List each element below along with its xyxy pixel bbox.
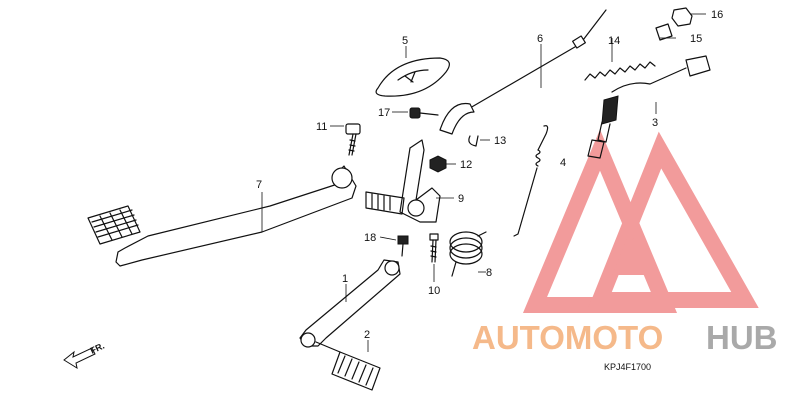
part-18-bolt — [397, 235, 409, 257]
front-direction-arrow-icon: FR. — [63, 341, 106, 370]
label-part-16: 16 — [711, 9, 723, 21]
label-part-6: 6 — [537, 33, 543, 45]
label-part-5: 5 — [402, 35, 408, 47]
part-15-bushing — [655, 23, 673, 41]
leader-lines — [261, 13, 706, 352]
part-3-rod — [587, 55, 711, 159]
part-2-peg-rubber — [315, 341, 381, 391]
watermark-logo — [522, 129, 759, 313]
label-part-15: 15 — [690, 33, 702, 45]
label-part-14: 14 — [608, 35, 620, 47]
part-14-spring — [584, 61, 656, 81]
label-part-13: 13 — [494, 135, 506, 147]
part-12-nut — [429, 155, 447, 173]
part-1-shift-lever — [299, 259, 401, 348]
fr-label: FR. — [89, 341, 106, 356]
part-16-nut — [671, 7, 693, 27]
label-part-10: 10 — [428, 285, 440, 297]
label-part-12: 12 — [460, 159, 472, 171]
label-part-11: 11 — [316, 121, 327, 133]
part-7-brake-pedal — [87, 165, 357, 267]
label-part-7: 7 — [256, 179, 262, 191]
part-11-bolt — [345, 123, 361, 156]
part-8-spring — [449, 231, 487, 277]
label-part-17: 17 — [378, 107, 390, 119]
label-part-9: 9 — [458, 193, 464, 205]
label-part-1: 1 — [342, 273, 348, 285]
part-5-plate — [375, 57, 450, 97]
part-6-cable — [439, 9, 607, 135]
label-part-3: 3 — [652, 117, 658, 129]
drawing-code: KPJ4F1700 — [604, 362, 651, 372]
label-part-8: 8 — [486, 267, 492, 279]
part-4-spring — [513, 125, 549, 237]
watermark-brand-part2: HUB — [706, 319, 778, 356]
part-17-bolt — [409, 107, 439, 119]
label-part-18: 18 — [364, 232, 376, 244]
part-10-bolt — [429, 233, 439, 263]
label-part-2: 2 — [364, 329, 370, 341]
part-9-arm — [365, 139, 441, 223]
watermark-brand-part1: AUTOMOTO — [472, 319, 663, 356]
part-13-clip — [468, 135, 479, 147]
label-part-4: 4 — [560, 157, 566, 169]
